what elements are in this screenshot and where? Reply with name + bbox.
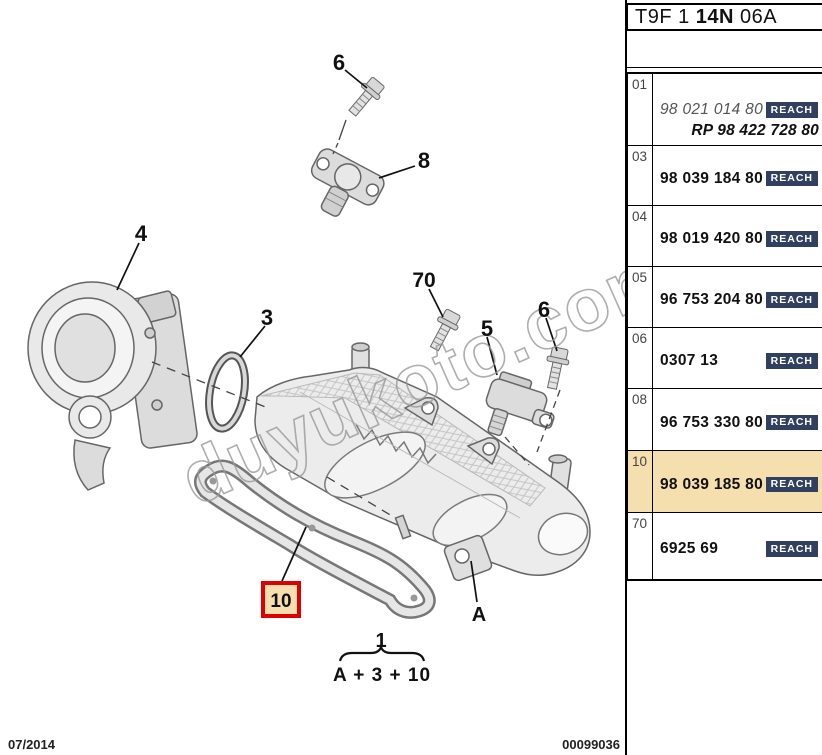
table-row-highlighted: 10 98 039 185 80 REACH	[628, 450, 822, 512]
parts-table: 01 98 021 014 80 REACH RP 98 422 728 80 …	[626, 72, 822, 581]
o-ring-seal	[205, 351, 249, 433]
footer-date: 07/2014	[8, 737, 55, 752]
part-number: 96 753 330 80	[660, 413, 764, 431]
reach-badge[interactable]: REACH	[765, 170, 818, 187]
assembly-number: 1	[375, 630, 386, 652]
header-empty-cell	[626, 31, 822, 68]
manifold-gasket	[193, 459, 436, 619]
map-sensor	[485, 371, 555, 437]
table-row: 08 96 753 330 80 REACH	[628, 388, 822, 450]
reach-badge[interactable]: REACH	[765, 292, 818, 308]
table-row: 06 0307 13 REACH	[628, 327, 822, 388]
table-row: 05 96 753 204 80 REACH	[628, 266, 822, 327]
reach-badge[interactable]: REACH	[765, 353, 818, 369]
throttle-body	[27, 281, 198, 491]
callout-6-top: 6	[333, 50, 345, 75]
reach-badge[interactable]: REACH	[765, 541, 818, 557]
callout-70: 70	[412, 269, 435, 292]
reach-badge[interactable]: REACH	[765, 414, 818, 431]
camshaft-sensor	[310, 148, 385, 217]
part-number: 98 039 185 80	[660, 475, 764, 493]
callout-a: A	[472, 604, 486, 626]
code-bold: 14N	[695, 5, 734, 28]
callout-10-box[interactable]: 10	[261, 581, 301, 618]
brace-icon	[338, 643, 426, 662]
callout-6-right: 6	[538, 297, 550, 322]
part-number: 0307 13	[660, 352, 719, 369]
row-ref: 70	[628, 513, 653, 579]
code-suffix: 06A	[739, 5, 778, 28]
part-number: 96 753 204 80	[660, 291, 764, 308]
table-row: 01 98 021 014 80 REACH RP 98 422 728 80	[628, 74, 822, 145]
assembly-axis-lines	[151, 119, 561, 517]
callout-3: 3	[261, 305, 273, 330]
callout-10-label: 10	[270, 591, 291, 612]
row-ref: 10	[628, 451, 653, 512]
assembly-note: 1 A + 3 + 10	[333, 630, 431, 686]
table-row: 70 6925 69 REACH	[628, 512, 822, 579]
part-number: 98 039 184 80	[660, 169, 764, 187]
table-row: 04 98 019 420 80 REACH	[628, 205, 822, 266]
row-ref: 06	[628, 328, 653, 388]
bolt-6-top	[343, 74, 388, 121]
row-ref: 04	[628, 206, 653, 266]
leader-lines	[116, 69, 558, 603]
row-ref: 08	[628, 389, 653, 450]
row-ref: 01	[628, 74, 653, 145]
part-number: 98 019 420 80	[660, 230, 764, 247]
code-prefix: T9F 1	[635, 5, 690, 28]
intake-manifold	[254, 342, 591, 582]
table-row: 03 98 039 184 80 REACH	[628, 145, 822, 205]
catalog-code-header: T9F 1 14N 06A	[626, 3, 822, 31]
replacement-part-number: RP 98 422 728 80	[691, 122, 819, 139]
row-ref: 03	[628, 146, 653, 205]
reach-badge[interactable]: REACH	[765, 476, 818, 493]
exploded-diagram: duyukoto.com 6 8 4 3 70 5 6 A 10 1 A + 3…	[27, 50, 687, 686]
callout-4: 4	[135, 221, 148, 246]
callout-8: 8	[418, 148, 430, 173]
assembly-formula: A + 3 + 10	[333, 665, 431, 686]
callout-5: 5	[481, 316, 493, 341]
part-number: 6925 69	[660, 540, 719, 557]
reach-badge[interactable]: REACH	[765, 102, 818, 118]
footer-document-number: 00099036	[562, 737, 620, 752]
reach-badge[interactable]: REACH	[765, 231, 818, 247]
part-number: 98 021 014 80	[660, 101, 764, 118]
row-ref: 05	[628, 267, 653, 327]
